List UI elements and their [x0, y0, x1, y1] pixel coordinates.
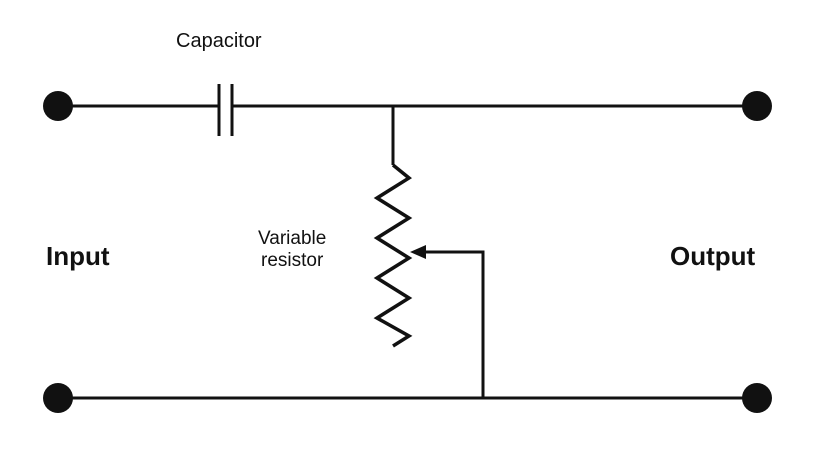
- variable-resistor-zigzag: [373, 163, 413, 348]
- wiper-arrowhead: [410, 245, 426, 259]
- output-terminal-bottom: [742, 383, 772, 413]
- capacitor-label: Capacitor: [176, 30, 262, 52]
- wiper-wire: [422, 250, 485, 398]
- variable-resistor-label-line1: Variable: [258, 228, 327, 249]
- variable-resistor-label: Variable resistor: [258, 228, 326, 272]
- output-terminal-top: [742, 91, 772, 121]
- input-terminal-bottom: [43, 383, 73, 413]
- output-label: Output: [670, 241, 756, 271]
- input-label: Input: [46, 241, 110, 271]
- variable-resistor-label-line2: resistor: [261, 250, 324, 271]
- input-terminal-top: [43, 91, 73, 121]
